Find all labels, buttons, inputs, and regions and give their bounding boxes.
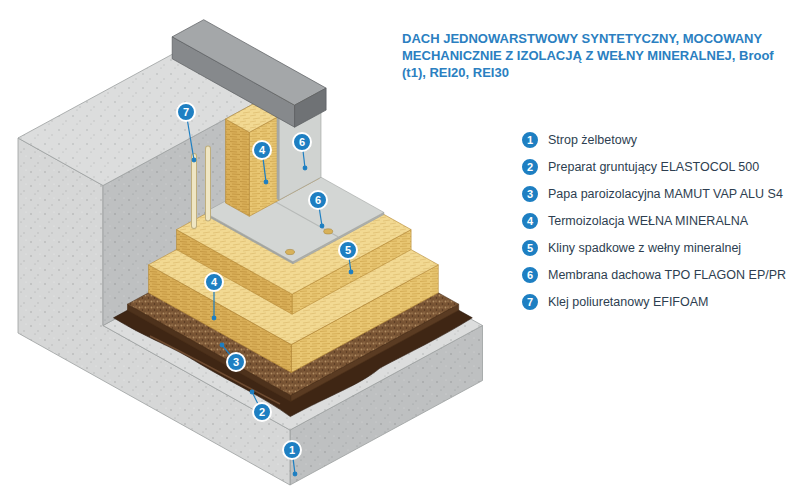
callout-number: 7 bbox=[176, 102, 196, 122]
legend-number: 3 bbox=[520, 184, 540, 204]
metal-coping bbox=[172, 20, 326, 128]
leader-lines bbox=[303, 166, 307, 170]
wall-membrane bbox=[277, 117, 279, 200]
legend-text: Papa paroizolacyjna MAMUT VAP ALU S4 bbox=[548, 187, 783, 202]
legend-number: 6 bbox=[520, 265, 540, 285]
legend-text: Preparat gruntujący ELASTOCOL 500 bbox=[548, 160, 759, 175]
leader-lines bbox=[186, 112, 353, 476]
leader-lines bbox=[220, 343, 224, 347]
glue-beads bbox=[206, 149, 210, 219]
leader-lines bbox=[212, 316, 216, 320]
legend-text: Kliny spadkowe z wełny mineralnej bbox=[548, 241, 741, 256]
callout-number: 4 bbox=[252, 140, 272, 160]
callout-number: 1 bbox=[282, 440, 302, 460]
callout-number: 4 bbox=[204, 272, 224, 292]
roof-membrane bbox=[286, 249, 295, 254]
legend-text: Membrana dachowa TPO FLAGON EP/PR bbox=[548, 268, 786, 283]
glue-beads bbox=[205, 149, 211, 219]
leader-lines bbox=[192, 158, 196, 162]
legend-number: 1 bbox=[520, 130, 540, 150]
glue-beads bbox=[191, 156, 197, 226]
leader-lines bbox=[320, 224, 324, 228]
leader-lines bbox=[293, 472, 297, 476]
callout-number: 3 bbox=[226, 352, 246, 372]
legend-number: 7 bbox=[520, 292, 540, 312]
legend-text: Strop żelbetowy bbox=[548, 133, 637, 148]
legend-number: 5 bbox=[520, 238, 540, 258]
leader-lines bbox=[349, 270, 353, 274]
glue-beads bbox=[192, 156, 196, 226]
legend-number: 4 bbox=[520, 211, 540, 231]
roof-membrane bbox=[324, 229, 333, 234]
leader-lines bbox=[264, 180, 268, 184]
metal-coping bbox=[172, 20, 326, 106]
concrete-slab bbox=[18, 34, 483, 486]
title: DACH JEDNOWARSTWOWY SYNTETYCZNY, MOCOWAN… bbox=[402, 30, 790, 81]
legend-text: Klej poliuretanowy EFIFOAM bbox=[548, 295, 708, 310]
callout-number: 5 bbox=[338, 240, 358, 260]
legend-number: 2 bbox=[520, 157, 540, 177]
leader-lines bbox=[250, 390, 254, 394]
callout-number: 2 bbox=[252, 402, 272, 422]
legend-text: Termoizolacja WEŁNA MINERALNA bbox=[548, 214, 748, 229]
callout-number: 6 bbox=[308, 190, 328, 210]
callout-number: 6 bbox=[292, 132, 312, 152]
metal-coping bbox=[295, 88, 327, 127]
wall-insulation bbox=[226, 119, 250, 216]
